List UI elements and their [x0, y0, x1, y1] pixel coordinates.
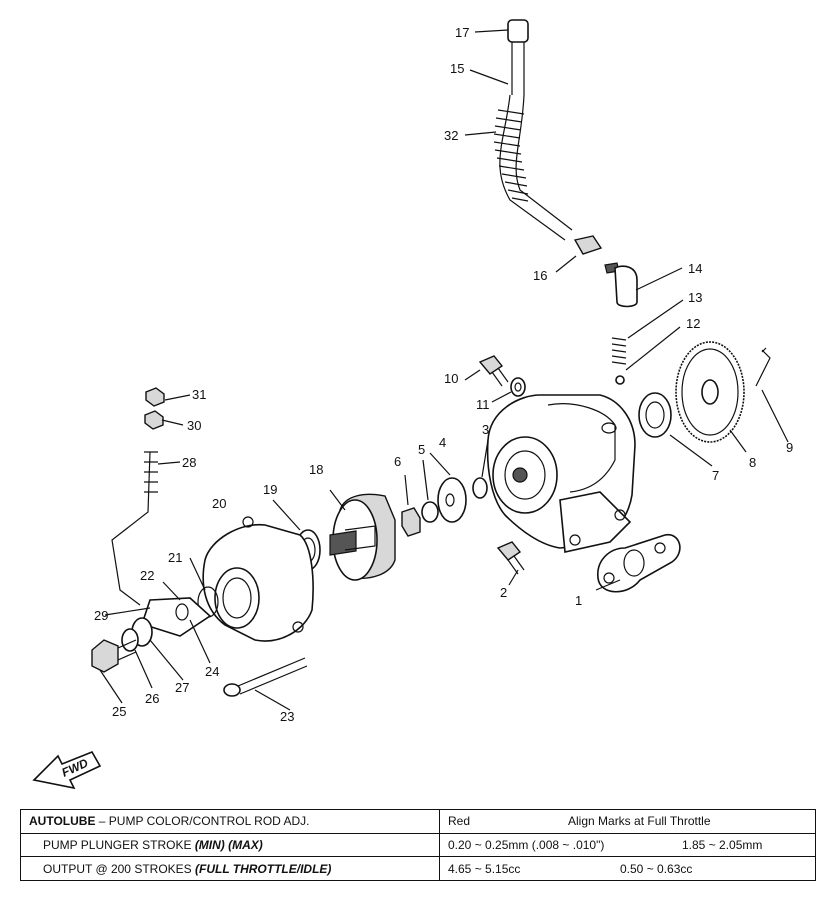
- spec-color-cell: Red Align Marks at Full Throttle: [439, 809, 816, 834]
- hose-joint: [573, 235, 603, 255]
- stroke-max: 1.85 ~ 2.05mm: [682, 837, 763, 852]
- nut-6: [401, 507, 421, 537]
- bolt-2: [496, 541, 525, 575]
- label-20: 20: [212, 496, 226, 511]
- locknut-30: [144, 410, 164, 430]
- label-29: 29: [94, 608, 108, 623]
- label-10: 10: [444, 371, 458, 386]
- label-4: 4: [439, 435, 446, 450]
- gasket: [597, 534, 681, 593]
- shim-3: [472, 477, 488, 499]
- label-28: 28: [182, 455, 196, 470]
- output-values: 4.65 ~ 5.15cc 0.50 ~ 0.63cc: [439, 856, 816, 881]
- bolt-25: [91, 639, 137, 673]
- locknut-31: [145, 387, 165, 407]
- pump-body: [486, 394, 636, 553]
- washer-11: [510, 377, 526, 397]
- label-16: 16: [533, 268, 547, 283]
- label-8: 8: [749, 455, 756, 470]
- check-ball: [615, 375, 625, 385]
- washer-5: [421, 501, 439, 523]
- spring-washer: [121, 628, 139, 652]
- label-18: 18: [309, 462, 323, 477]
- spec-row-header: AUTOLUBE – PUMP COLOR/CONTROL ROD ADJ. R…: [20, 809, 816, 834]
- output-label-italic: (FULL THROTTLE/IDLE): [195, 861, 332, 876]
- part-number-labels: 17 15 32 16 14 13 12 10 11 4 3 5 6 18 19…: [94, 25, 793, 724]
- stroke-label-text: PUMP PLUNGER STROKE: [43, 837, 195, 852]
- exploded-parts-diagram: 17 15 32 16 14 13 12 10 11 4 3 5 6 18 19…: [32, 19, 793, 790]
- label-24: 24: [205, 664, 219, 679]
- fwd-arrow-icon: FWD: [32, 750, 102, 790]
- spec-title-rest: – PUMP COLOR/CONTROL ROD ADJ.: [95, 814, 310, 829]
- stroke-min: 0.20 ~ 0.25mm (.008 ~ .010"): [448, 837, 605, 852]
- label-21: 21: [168, 550, 182, 565]
- output-idle: 0.50 ~ 0.63cc: [620, 861, 693, 876]
- check-spring: [611, 337, 627, 365]
- label-15: 15: [450, 61, 464, 76]
- label-25: 25: [112, 704, 126, 719]
- label-26: 26: [145, 691, 159, 706]
- oil-delivery-hose: [493, 19, 638, 308]
- spec-title-bold: AUTOLUBE: [29, 814, 96, 829]
- label-5: 5: [418, 442, 425, 457]
- clip-pin: [755, 347, 771, 387]
- label-23: 23: [280, 709, 294, 724]
- banjo-fitting: [614, 265, 638, 308]
- label-14: 14: [688, 261, 702, 276]
- cover-screw: [223, 657, 308, 697]
- output-full: 4.65 ~ 5.15cc: [448, 861, 521, 876]
- label-2: 2: [500, 585, 507, 600]
- plate-4: [437, 477, 467, 523]
- pump-color: Red: [448, 814, 471, 829]
- stroke-values: 0.20 ~ 0.25mm (.008 ~ .010") 1.85 ~ 2.05m…: [439, 832, 816, 858]
- oil-seal: [638, 392, 672, 438]
- label-9: 9: [786, 440, 793, 455]
- label-1: 1: [575, 593, 582, 608]
- label-27: 27: [175, 680, 189, 695]
- stroke-label-italic: (MIN) (MAX): [194, 837, 263, 852]
- label-6: 6: [394, 454, 401, 469]
- spec-title: AUTOLUBE – PUMP COLOR/CONTROL ROD ADJ.: [20, 809, 440, 834]
- pump-cover: [202, 516, 314, 642]
- label-12: 12: [686, 316, 700, 331]
- label-3: 3: [482, 422, 489, 437]
- label-17: 17: [455, 25, 469, 40]
- label-19: 19: [263, 482, 277, 497]
- hose-cap: [507, 19, 529, 43]
- autolube-spec-table: AUTOLUBE – PUMP COLOR/CONTROL ROD ADJ. R…: [20, 809, 816, 881]
- bolt-10: [478, 355, 509, 387]
- label-32: 32: [444, 128, 458, 143]
- label-11: 11: [476, 397, 490, 412]
- output-label: OUTPUT @ 200 STROKES (FULL THROTTLE/IDLE…: [20, 856, 440, 881]
- spec-row-stroke: PUMP PLUNGER STROKE (MIN) (MAX) 0.20 ~ 0…: [20, 832, 816, 858]
- stroke-label: PUMP PLUNGER STROKE (MIN) (MAX): [20, 832, 440, 858]
- output-label-text: OUTPUT @ 200 STROKES: [43, 861, 195, 876]
- label-22: 22: [140, 568, 154, 583]
- label-30: 30: [187, 418, 201, 433]
- label-7: 7: [712, 468, 719, 483]
- align-note: Align Marks at Full Throttle: [568, 814, 711, 829]
- pump-drive-gear: [675, 341, 745, 443]
- pump-pulley: [329, 493, 396, 581]
- label-13: 13: [688, 290, 702, 305]
- label-31: 31: [192, 387, 206, 402]
- spec-row-output: OUTPUT @ 200 STROKES (FULL THROTTLE/IDLE…: [20, 856, 816, 881]
- leader-lines: [99, 29, 789, 711]
